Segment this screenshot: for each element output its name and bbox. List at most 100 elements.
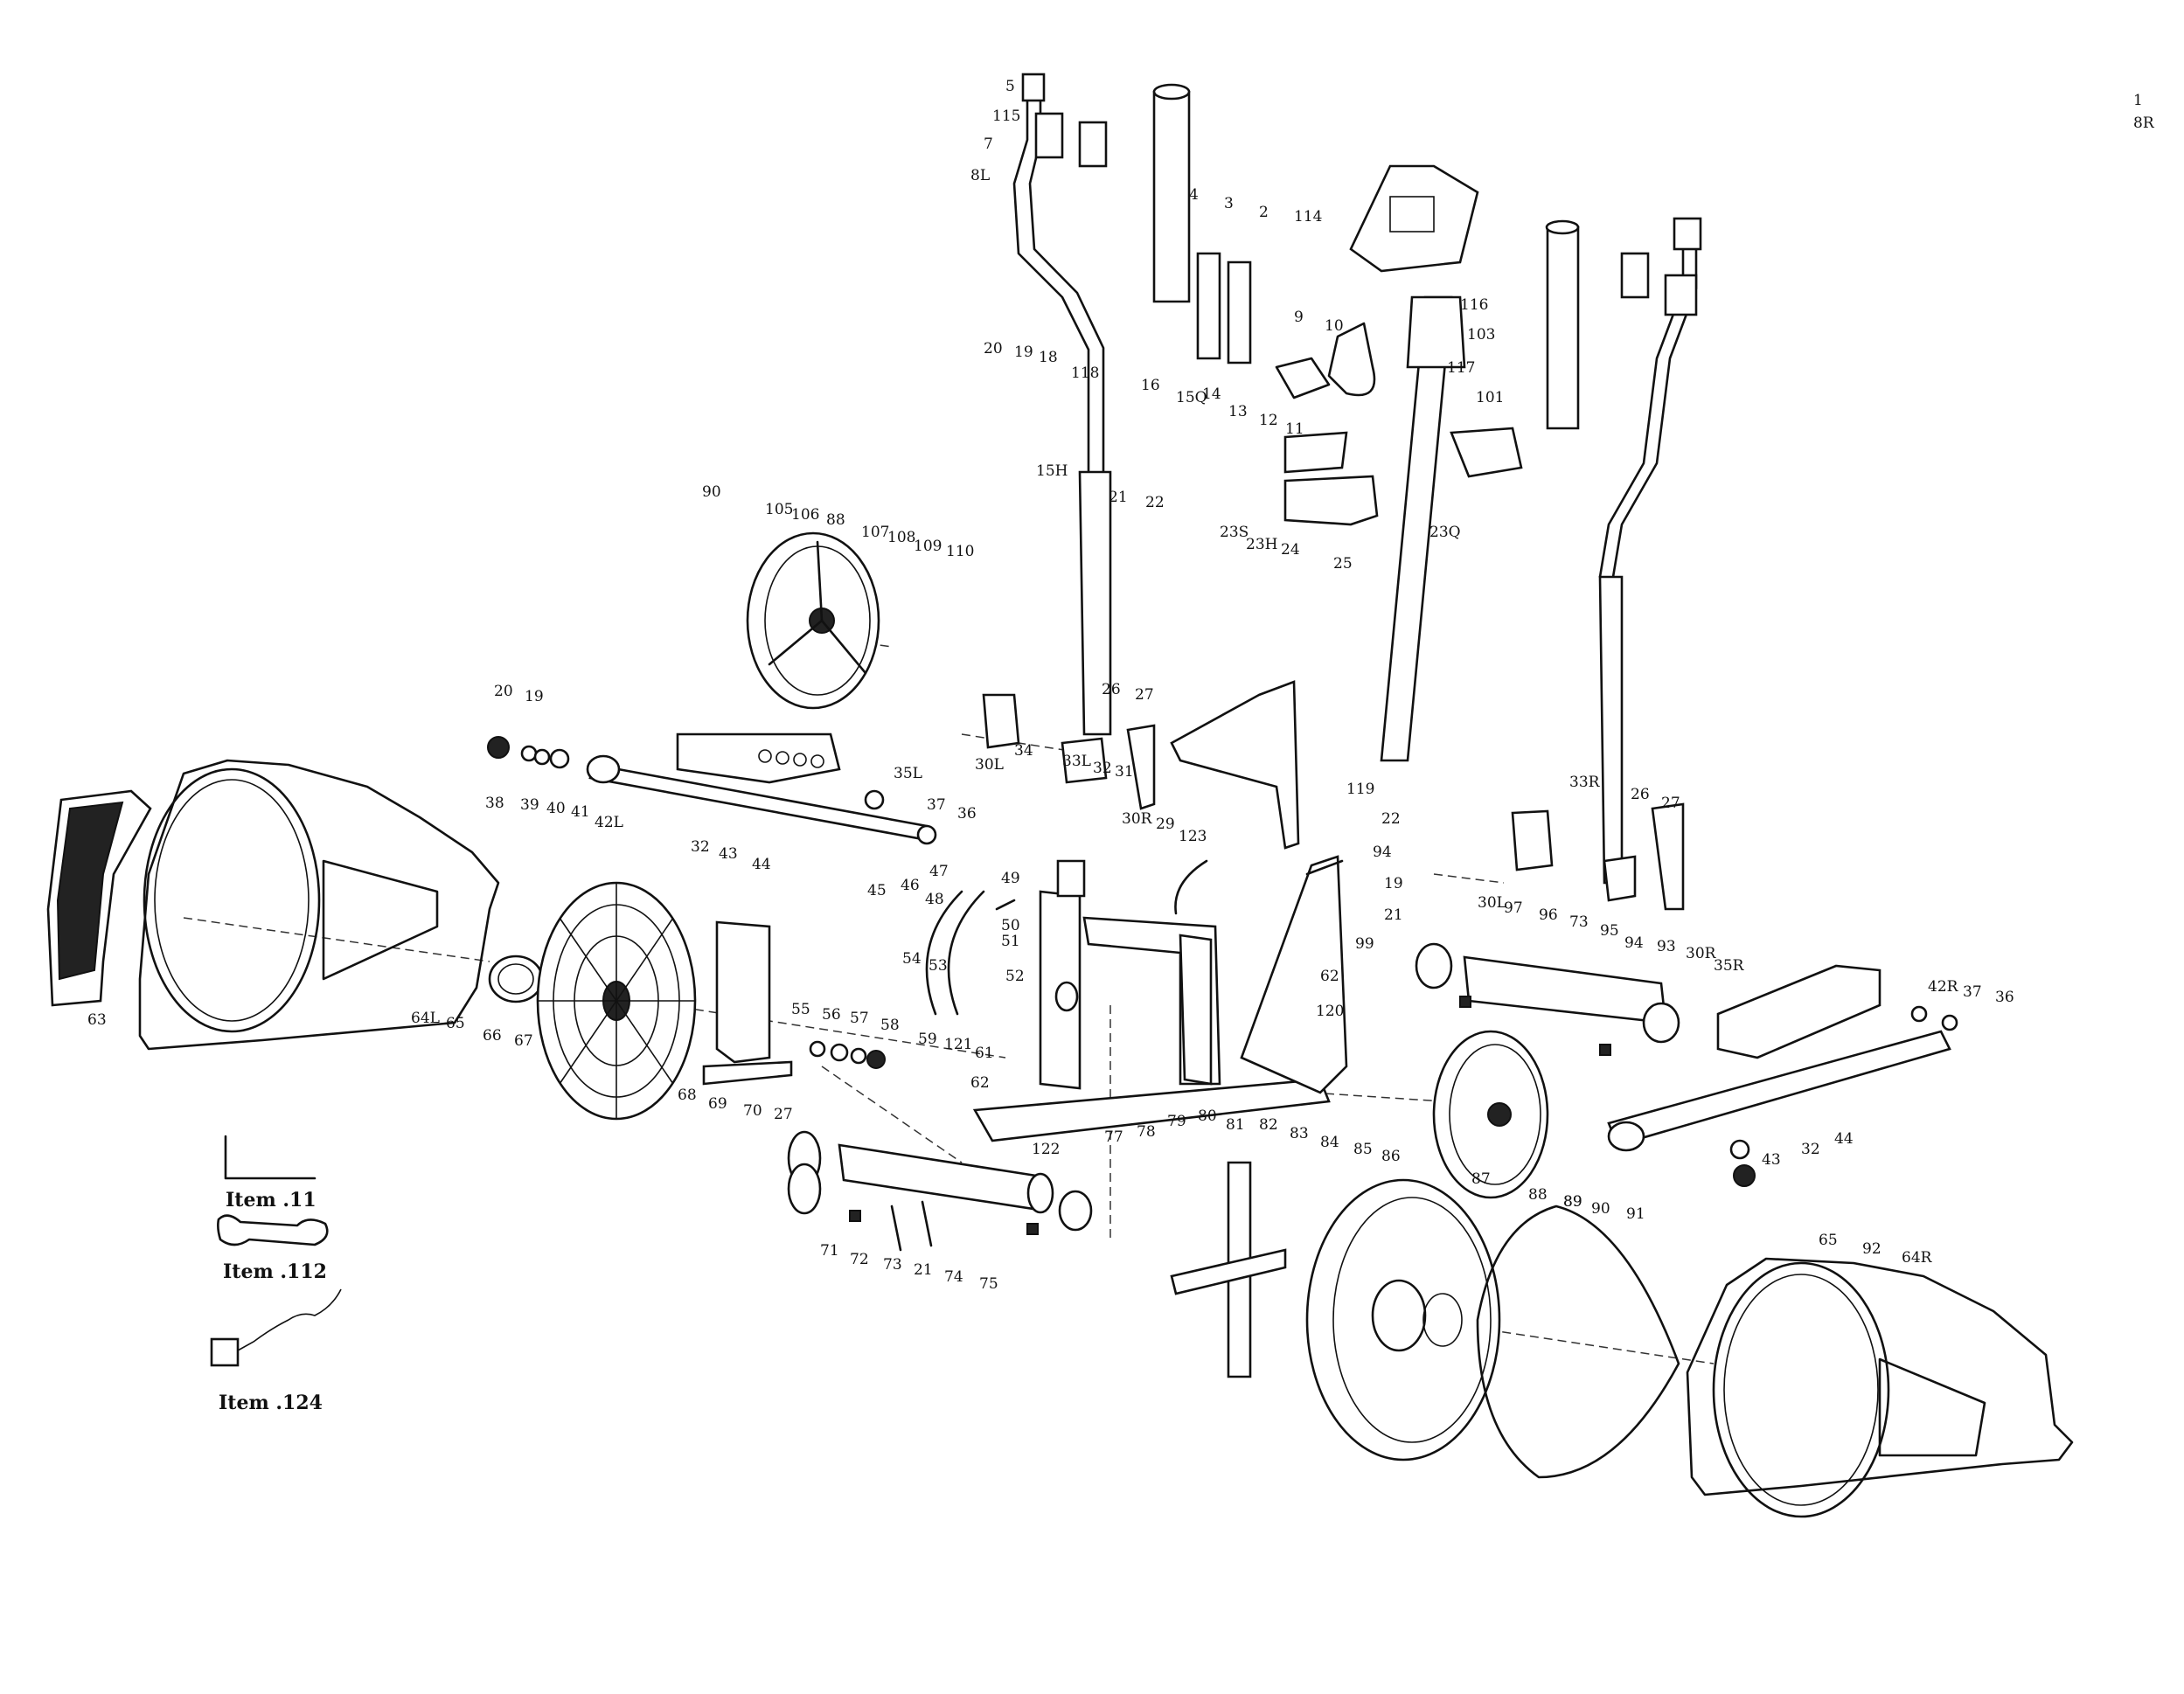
part-label-67: 67	[514, 1032, 533, 1050]
part-label-21: 21	[1109, 489, 1128, 506]
part-label-22: 22	[1381, 810, 1401, 828]
part-label-14: 14	[1202, 385, 1221, 403]
part-label-37: 37	[1963, 983, 1982, 1001]
part-label-30l: 30L	[975, 756, 1004, 774]
part-label-119: 119	[1346, 781, 1374, 798]
part-label-24: 24	[1281, 541, 1300, 559]
part-label-51: 51	[1001, 933, 1020, 950]
part-label-20: 20	[984, 340, 1003, 358]
part-label-32: 32	[691, 838, 710, 856]
part-label-123: 123	[1179, 828, 1207, 845]
part-label-30r: 30R	[1686, 945, 1717, 962]
part-label-9: 9	[1294, 309, 1304, 326]
part-label-50: 50	[1001, 917, 1020, 934]
part-label-23s: 23S	[1220, 524, 1248, 541]
part-label-87: 87	[1471, 1170, 1491, 1188]
part-label-61: 61	[975, 1045, 994, 1062]
part-label-69: 69	[708, 1095, 727, 1113]
allen-key-icon	[224, 1135, 316, 1180]
console-part-114	[1349, 164, 1479, 273]
part-label-54: 54	[902, 950, 922, 968]
fittings-parts-55-58	[809, 1040, 886, 1069]
part-label-77: 77	[1104, 1128, 1123, 1146]
part-label-33r: 33R	[1569, 774, 1601, 791]
part-label-33l: 33L	[1062, 753, 1091, 770]
part-label-26: 26	[1631, 786, 1650, 803]
part-label-25: 25	[1333, 555, 1353, 573]
front-stabilizer-parts-71-75	[787, 1130, 1093, 1252]
part-label-66: 66	[483, 1027, 502, 1045]
part-label-23h: 23H	[1246, 536, 1277, 553]
part-label-31: 31	[1115, 763, 1134, 781]
part-label-10: 10	[1325, 317, 1344, 335]
part-label-20: 20	[494, 683, 513, 700]
part-label-15h: 15H	[1036, 462, 1068, 480]
tube-parts-3-4	[1152, 83, 1252, 364]
part-label-57: 57	[850, 1010, 869, 1027]
part-label-16: 16	[1141, 377, 1160, 394]
bracket-part-81	[1170, 1161, 1287, 1378]
part-label-36: 36	[1995, 989, 2014, 1006]
part-label-81: 81	[1226, 1116, 1245, 1134]
part-label-45: 45	[867, 882, 887, 899]
part-label-30l: 30L	[1478, 894, 1506, 912]
part-label-121: 121	[944, 1036, 972, 1053]
part-label-41: 41	[571, 803, 590, 821]
part-label-79: 79	[1167, 1113, 1186, 1130]
part-label-59: 59	[918, 1031, 937, 1048]
part-label-107: 107	[861, 524, 889, 541]
flywheel-part-87	[1305, 1178, 1501, 1461]
part-label-62: 62	[970, 1074, 990, 1092]
part-label-40: 40	[546, 800, 566, 817]
part-label-115: 115	[992, 108, 1020, 125]
part-label-71: 71	[820, 1242, 839, 1260]
part-label-73: 73	[1569, 913, 1589, 931]
part-label-95: 95	[1600, 922, 1619, 940]
part-label-89: 89	[1563, 1193, 1582, 1211]
part-label-21: 21	[914, 1261, 933, 1279]
part-label-11: 11	[1285, 420, 1304, 438]
part-label-27: 27	[1661, 795, 1680, 812]
part-label-84: 84	[1320, 1134, 1339, 1151]
power-adapter-icon	[210, 1288, 342, 1367]
part-label-65: 65	[446, 1015, 465, 1032]
part-label-80: 80	[1198, 1107, 1217, 1125]
rear-roller-parts-93-97	[1415, 942, 1680, 1056]
part-label-15q: 15Q	[1176, 389, 1207, 406]
part-label-120: 120	[1316, 1003, 1344, 1020]
part-label-42r: 42R	[1928, 978, 1959, 996]
part-label-83: 83	[1290, 1125, 1309, 1142]
part-label-116: 116	[1460, 296, 1488, 314]
wrench-icon	[217, 1214, 329, 1246]
part-label-37: 37	[927, 796, 946, 814]
part-label-43: 43	[1762, 1151, 1781, 1169]
part-label-89: 89	[1563, 1193, 1582, 1211]
left-handlebar-part-8L	[1012, 73, 1112, 736]
left-pedal-parts-35L-42L	[487, 732, 937, 845]
part-label-23q: 23Q	[1429, 524, 1461, 541]
part-label-21: 21	[1384, 906, 1403, 924]
part-label-114: 114	[1294, 208, 1322, 226]
brake-magnet-parts-50-54	[925, 890, 1016, 1016]
part-label-19: 19	[1384, 875, 1403, 892]
part-label-92: 92	[1862, 1240, 1881, 1258]
part-label-43: 43	[719, 845, 738, 863]
part-label-73: 73	[883, 1256, 902, 1274]
part-label-4: 4	[1189, 186, 1199, 204]
part-label-30r: 30R	[1122, 810, 1153, 828]
part-label-91: 91	[1626, 1205, 1645, 1223]
part-label-103: 103	[1467, 326, 1495, 344]
part-label-46: 46	[901, 877, 920, 894]
part-label-19: 19	[525, 688, 544, 705]
part-label-86: 86	[1381, 1148, 1401, 1165]
part-label-29: 29	[1156, 816, 1175, 833]
accessory-caption-adapter: Item .124	[219, 1392, 323, 1414]
part-label-90: 90	[702, 483, 721, 501]
part-label-122: 122	[1032, 1141, 1060, 1158]
part-label-72: 72	[850, 1251, 869, 1268]
left-shroud-part-64L	[138, 759, 500, 1051]
part-label-94: 94	[1624, 934, 1644, 952]
part-label-105: 105	[765, 501, 793, 518]
